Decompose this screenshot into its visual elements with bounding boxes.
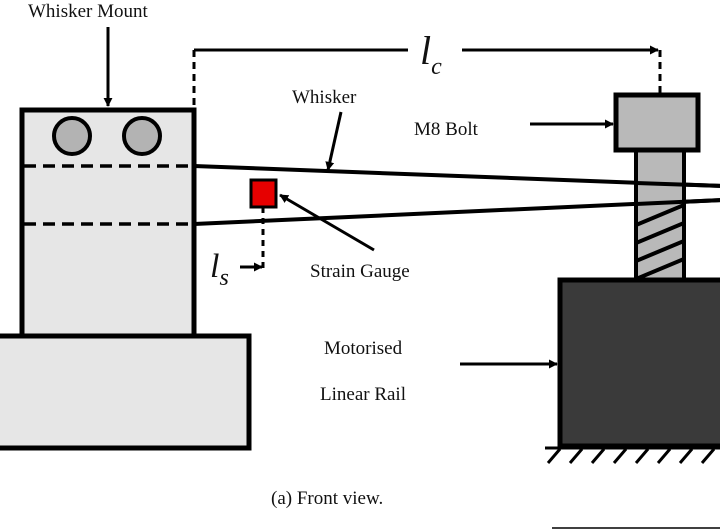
- strain-gauge-label: Strain Gauge: [310, 261, 410, 282]
- bolt-head: [613, 92, 701, 153]
- lc-label: lc: [420, 28, 442, 80]
- strain-gauge-arrow: [279, 193, 375, 252]
- strain-gauge: [249, 178, 278, 209]
- whisker-label: Whisker: [292, 87, 357, 108]
- whisker-mount-base: [0, 333, 252, 451]
- mount-screw-right: [122, 116, 162, 156]
- motorised-label: Motorised: [324, 338, 403, 359]
- bolt-thread: [636, 203, 684, 280]
- ls-label: ls: [210, 248, 229, 291]
- whisker-mount-label: Whisker Mount: [28, 1, 149, 22]
- whisker-arrow: [325, 111, 343, 171]
- whisker-top-edge-over: [635, 181, 720, 188]
- linear-rail-label: Linear Rail: [320, 384, 406, 405]
- whisker-bottom-edge-over: [635, 198, 720, 206]
- ground-hatch: [546, 448, 716, 464]
- m8-bolt-label: M8 Bolt: [414, 119, 479, 140]
- linear-rail-block: [557, 277, 720, 449]
- figure-caption: (a) Front view.: [271, 488, 383, 509]
- mount-screw-left: [52, 116, 92, 156]
